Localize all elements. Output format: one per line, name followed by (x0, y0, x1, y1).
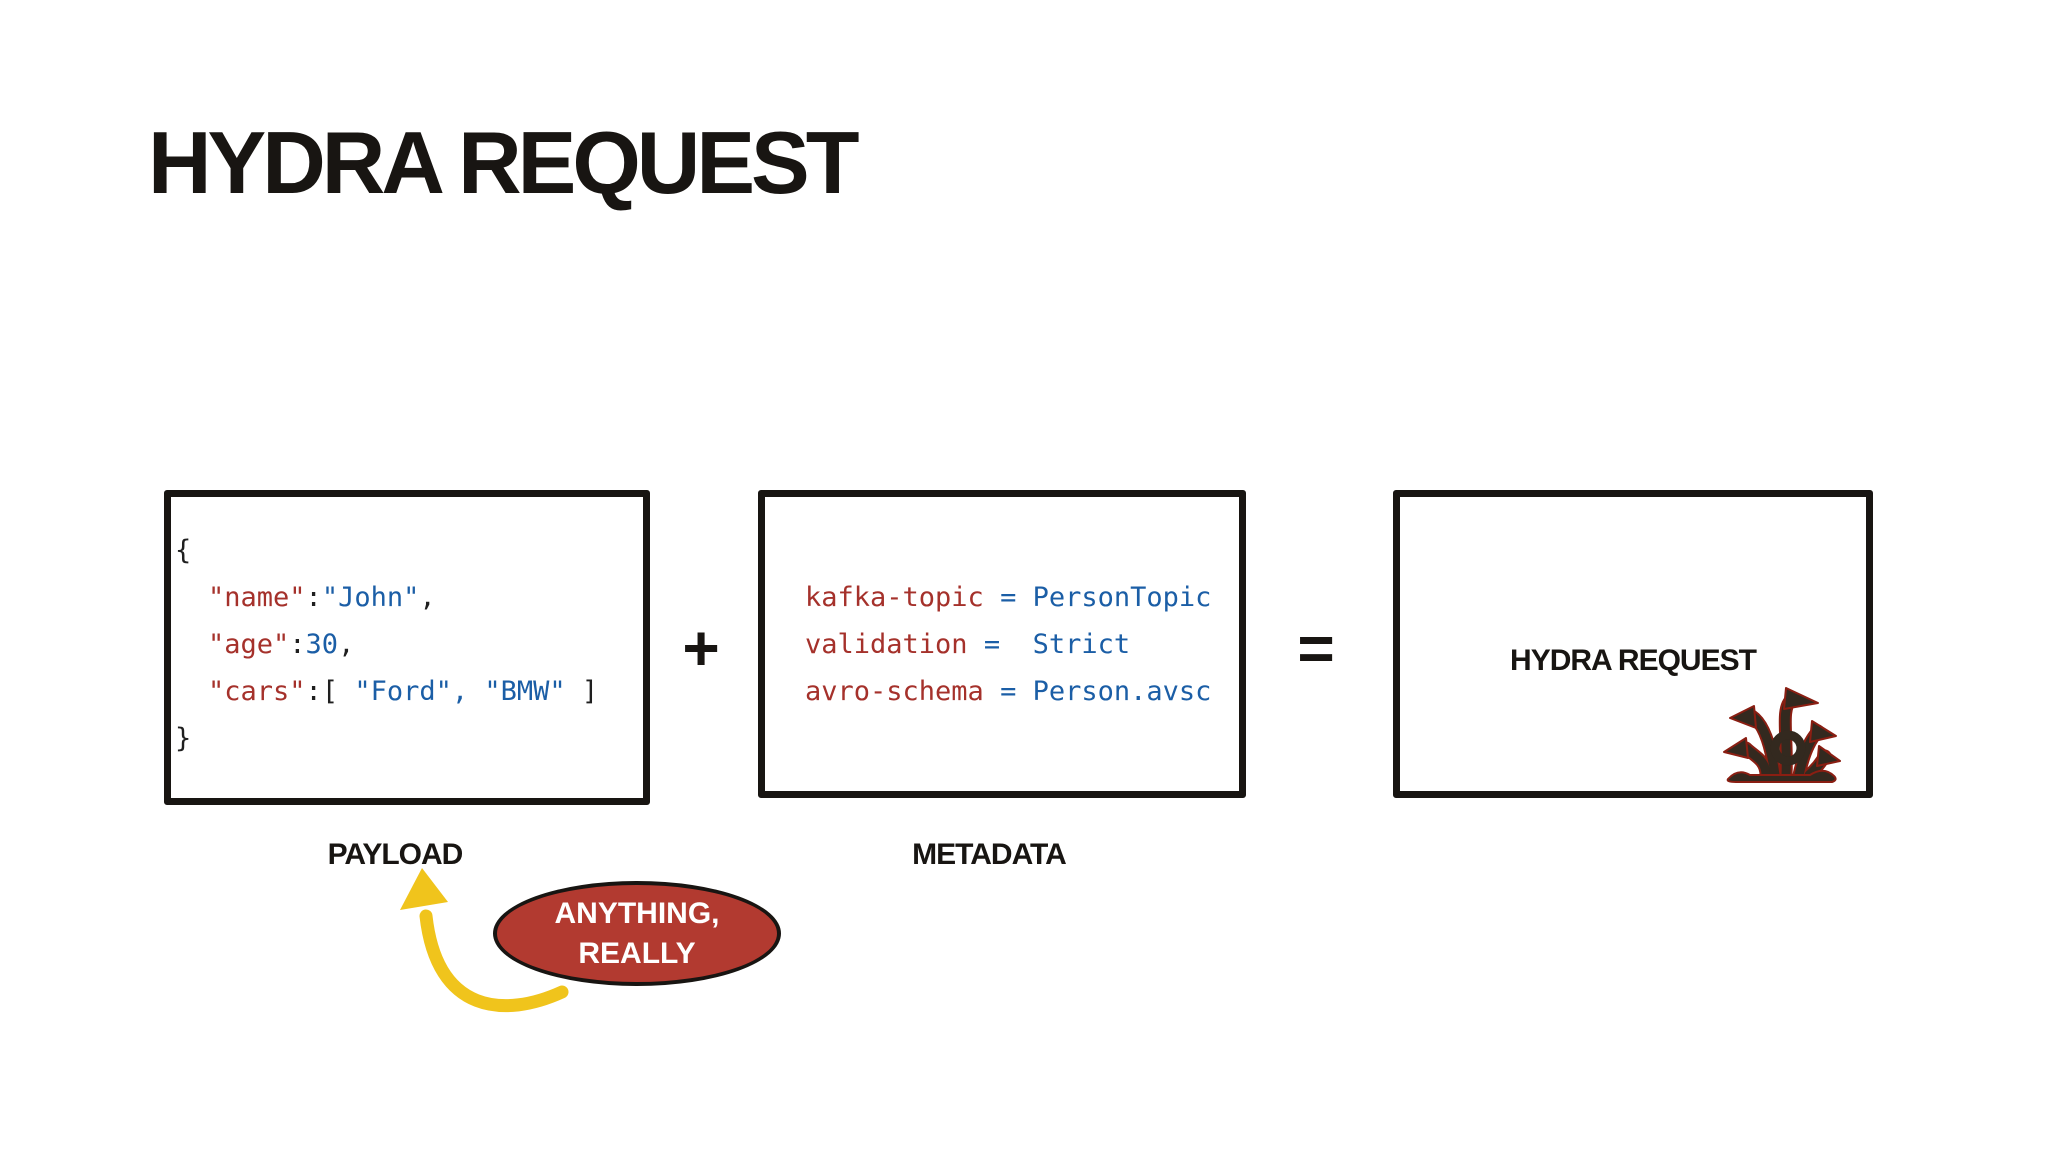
hydra-icon (1723, 687, 1841, 783)
code-token: 30 (305, 629, 339, 660)
code-token: validation (805, 629, 968, 660)
code-token: "name" (208, 582, 306, 613)
equals-operator: = (1297, 612, 1335, 684)
code-token: "John" (321, 582, 420, 613)
code-token: { (175, 535, 192, 566)
code-token: } (175, 723, 192, 754)
code-token: "cars" (208, 676, 306, 707)
code-token: = (983, 676, 1033, 707)
code-token: , (419, 582, 436, 613)
code-token: Strict (1032, 629, 1131, 660)
code-line: } (175, 715, 598, 762)
code-line: kafka-topic = PersonTopic (805, 574, 1211, 621)
code-token: avro-schema (805, 676, 984, 707)
code-token: "age" (208, 629, 290, 660)
code-line: "name":"John", (175, 574, 598, 621)
code-token: = (983, 582, 1033, 613)
code-token: : (289, 629, 306, 660)
code-token: : (305, 582, 322, 613)
code-line: "cars":[ "Ford", "BMW" ] (175, 668, 598, 715)
code-token: [ (321, 676, 355, 707)
code-token: Person.avsc (1032, 676, 1212, 707)
curved-arrow-icon (400, 868, 569, 1013)
code-token: "Ford" (354, 676, 452, 707)
payload-label: PAYLOAD (327, 838, 464, 871)
code-token: , (338, 629, 355, 660)
code-line: avro-schema = Person.avsc (805, 668, 1211, 715)
result-box-label: HYDRA REQUEST (1510, 644, 1757, 677)
plus-operator: + (682, 612, 720, 684)
metadata-label: METADATA (912, 838, 1067, 871)
metadata-code: kafka-topic = PersonTopic validation = S… (805, 574, 1211, 715)
code-line: "age":30, (175, 621, 598, 668)
code-line: { (175, 527, 598, 574)
code-token: ] (565, 676, 599, 707)
code-token: = (967, 629, 1033, 660)
callout-line-1: ANYTHING, (554, 896, 720, 930)
page-title: HYDRA REQUEST (148, 113, 859, 212)
payload-code: { "name":"John", "age":30, "cars":[ "For… (175, 527, 598, 762)
result-box: HYDRA REQUEST (1393, 490, 1873, 798)
code-token: , (451, 676, 485, 707)
metadata-box (758, 490, 1246, 798)
code-token: "BMW" (484, 676, 566, 707)
code-token: PersonTopic (1032, 582, 1212, 613)
payload-box (164, 490, 650, 805)
code-line: validation = Strict (805, 621, 1211, 668)
callout-line-2: REALLY (578, 936, 696, 970)
code-token: : (305, 676, 322, 707)
callout-ellipse: ANYTHING, REALLY (493, 881, 781, 986)
code-token: kafka-topic (805, 582, 984, 613)
